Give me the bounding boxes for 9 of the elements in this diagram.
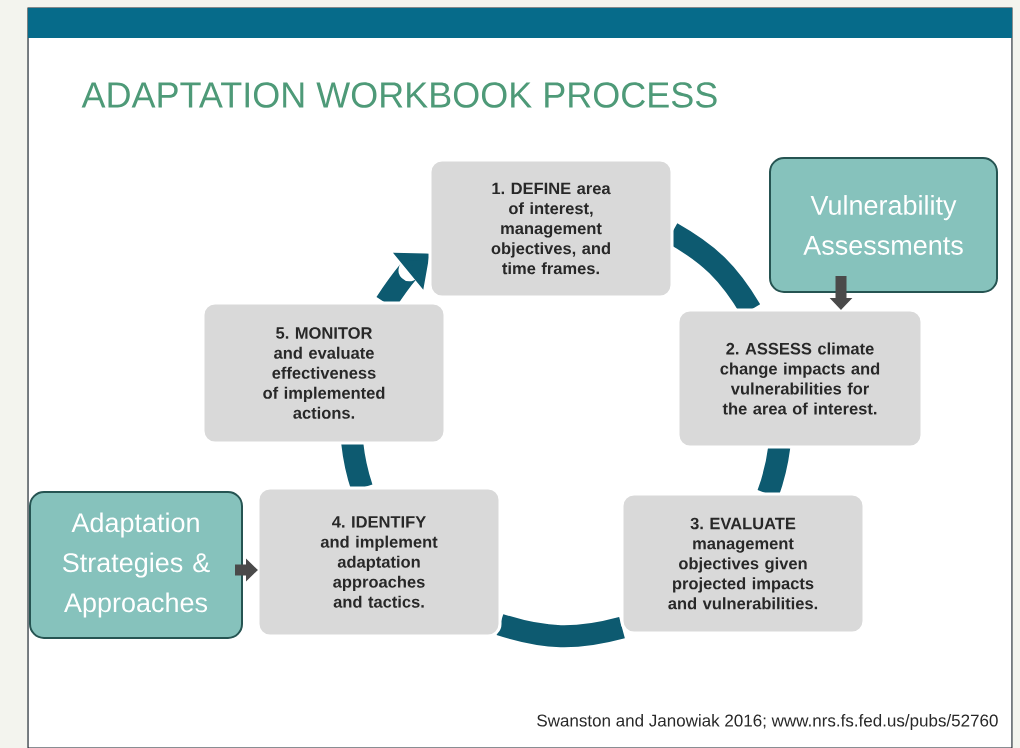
resource-box: Vulnerability Assessments <box>769 157 998 293</box>
resource-box: Adaptation Strategies & Approaches <box>29 491 243 639</box>
step-box: 1. DEFINE area of interest, management objectives, and time frames. <box>428 158 674 299</box>
step-box: 4. IDENTIFY and implement adaptation approaches and tactics. <box>256 486 502 638</box>
title: ADAPTATION WORKBOOK PROCESS <box>81 82 717 108</box>
step-box: 5. MONITOR and evaluate effectiveness of implemented actions. <box>201 301 447 445</box>
step-box: 3. EVALUATE management objectives given projected impacts and vulnerabilities. <box>620 492 866 635</box>
source-citation: Swanston and Janowiak 2016; www.nrs.fs.fed.us/pubs/52760 <box>537 714 998 730</box>
step-box: 2. ASSESS climate change impacts and vulnerabilities for the area of interest. <box>676 308 924 449</box>
